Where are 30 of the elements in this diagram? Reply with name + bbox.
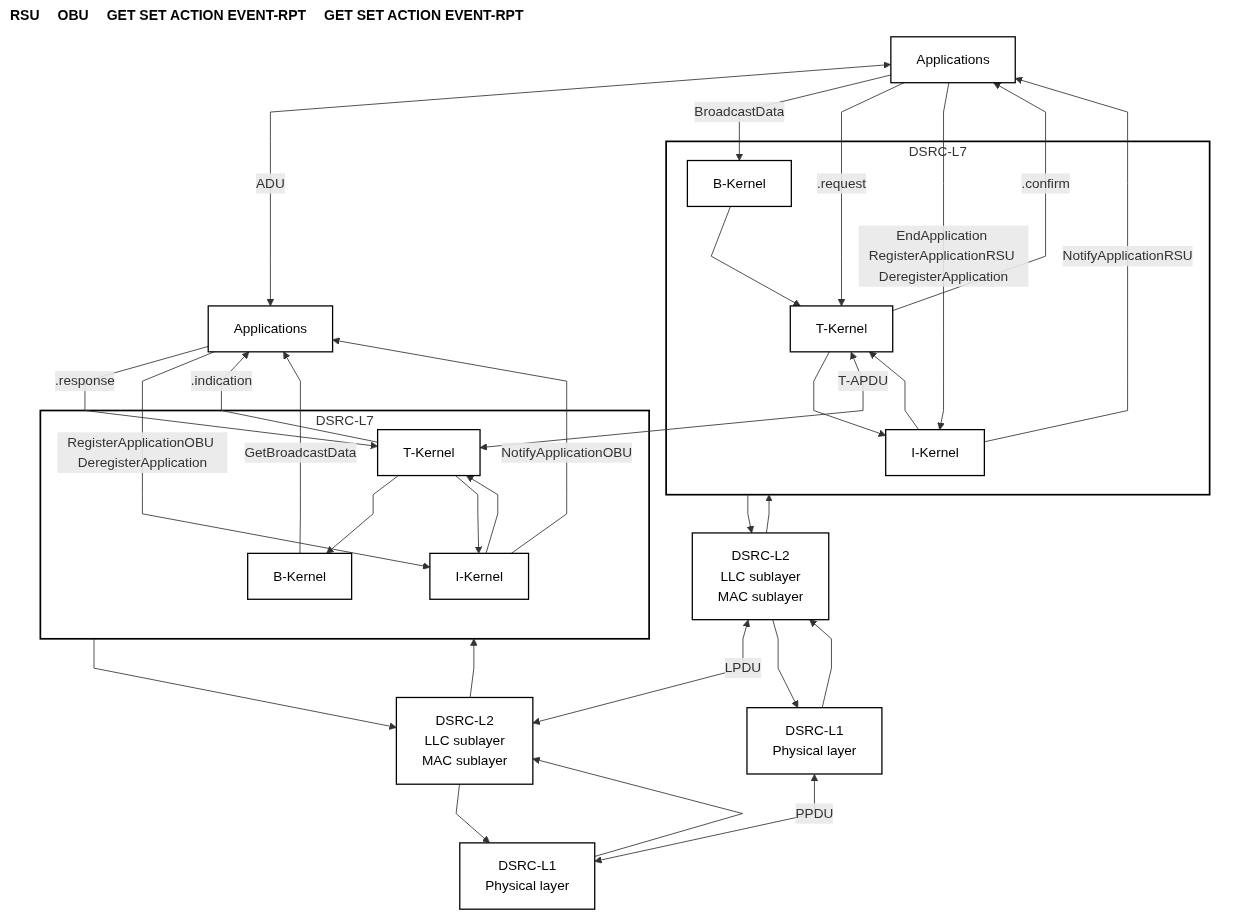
- layer-label: OBU: [57, 7, 89, 23]
- edge-label: .indication: [190, 373, 253, 388]
- edge-label: NotifyApplicationOBU: [501, 444, 633, 460]
- edge-label: PPDU: [795, 805, 834, 821]
- edge-label: RegisterApplicationOBU DeregisterApplication: [67, 434, 214, 470]
- edge-label: LPDU: [724, 660, 762, 675]
- node-box: Applications: [890, 36, 1016, 84]
- node-box: B-Kernel: [247, 552, 353, 600]
- edge-label: .request: [816, 175, 867, 191]
- edge-label: GetBroadcastData: [244, 444, 357, 460]
- edge-label: .response: [55, 373, 115, 388]
- edge-label: EndApplication RegisterApplicationRSU DeregisterApplication: [868, 228, 1015, 284]
- edge-label: T-APDU: [838, 373, 888, 388]
- edge-label: ADU: [256, 175, 285, 191]
- layer-label: GET SET ACTION EVENT-RPT: [324, 7, 524, 23]
- edge-label: BroadcastData: [694, 104, 785, 119]
- node-box: Applications: [207, 305, 334, 353]
- node-box: DSRC-L1 Physical layer: [746, 707, 883, 775]
- node-box: T-Kernel: [376, 429, 481, 477]
- edge-label: NotifyApplicationRSU: [1062, 248, 1193, 263]
- node-box: I-Kernel: [429, 552, 530, 600]
- node-box: DSRC-L2 LLC sublayer MAC sublayer: [691, 532, 830, 621]
- layer-label: GET SET ACTION EVENT-RPT: [106, 7, 307, 23]
- node-box: DSRC-L2 LLC sublayer MAC sublayer: [395, 696, 534, 785]
- node-box: T-Kernel: [789, 305, 894, 353]
- layer-label: RSU: [10, 7, 40, 23]
- node-box: DSRC-L1 Physical layer: [459, 842, 596, 910]
- edge-label: .confirm: [1021, 175, 1070, 191]
- node-box: I-Kernel: [885, 429, 985, 477]
- node-box: B-Kernel: [686, 159, 792, 208]
